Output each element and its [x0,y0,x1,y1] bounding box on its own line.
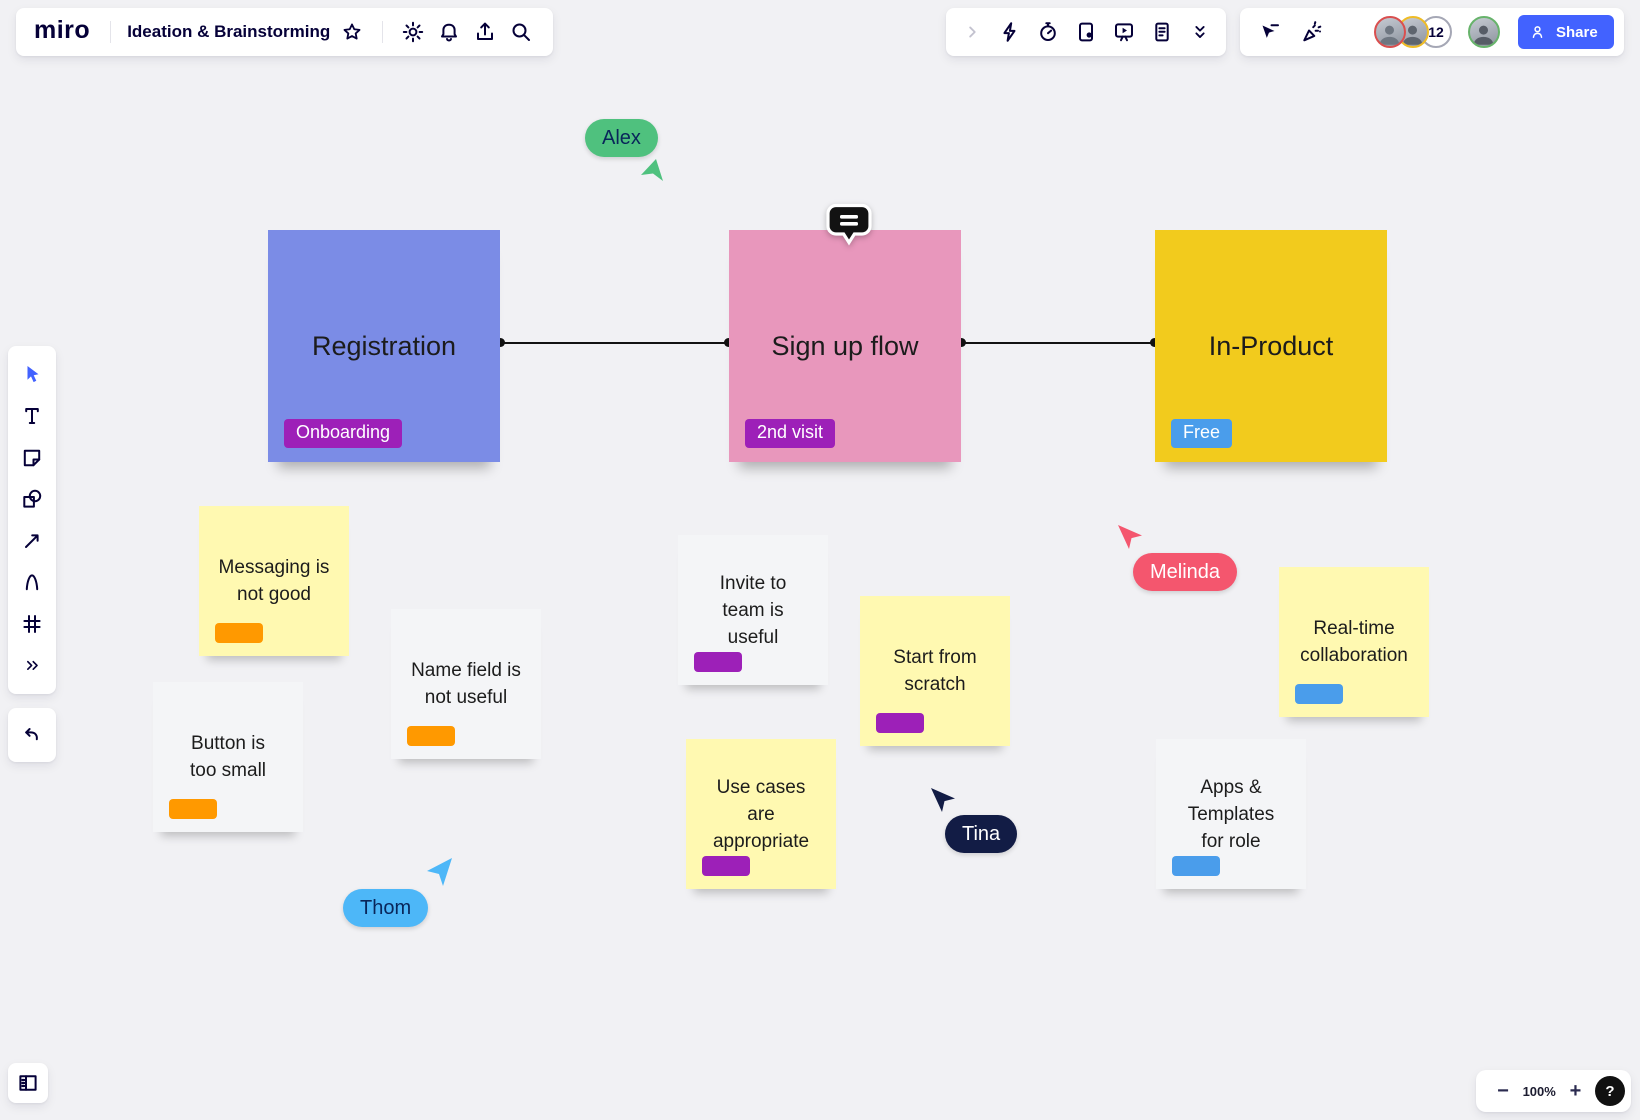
connector-endpoint [1150,338,1159,347]
quick-actions-bolt-icon[interactable] [992,14,1028,50]
note-text: Use cases are appropriate [712,776,810,852]
tag-free[interactable]: Free [1171,419,1233,448]
share-label: Share [1556,23,1598,41]
zoom-level[interactable]: 100% [1522,1083,1556,1099]
note-text: Start from scratch [893,647,977,695]
text-tool[interactable] [12,397,52,435]
avatar-current-user[interactable] [1468,16,1500,48]
note-text: Invite to team is useful [719,572,787,648]
notes-icon[interactable] [1144,14,1180,50]
timer-icon[interactable] [1030,14,1066,50]
board-title[interactable]: Ideation & Brainstorming [127,22,331,41]
cursor-arrow-thom [427,858,452,886]
more-tools[interactable] [12,646,52,684]
connector-endpoint [724,338,733,347]
blue-tag[interactable] [1172,856,1220,876]
sticky-note-in-product[interactable]: In-Product Free [1155,230,1387,462]
cursor-arrow-tina [931,788,955,812]
sticky-note-start-scratch[interactable]: Start from scratch [860,596,1010,746]
connector-endpoint [957,338,966,347]
cursor-arrow-alex [641,159,663,181]
note-text: Button is too small [189,733,267,781]
blue-tag[interactable] [1295,684,1343,704]
frames-panel-icon [19,1075,37,1091]
sticky-note-registration[interactable]: Registration Onboarding [268,230,500,462]
avatar-stack: 12 [1374,16,1452,48]
notifications-bell-icon[interactable] [431,14,467,50]
frame-tool[interactable] [12,605,52,643]
collapse-chevrons-icon[interactable] [1182,14,1218,50]
note-text: Registration [311,330,457,361]
note-text: In-Product [1208,330,1334,361]
note-text: Apps & Templates for role [1187,776,1275,852]
orange-tag[interactable] [169,799,217,819]
share-person-icon [1532,26,1543,38]
miro-logo[interactable]: miro [34,16,91,44]
header-panel: miro Ideation & Brainstorming [16,8,554,56]
purple-tag[interactable] [702,856,750,876]
sticky-note-realtime-collab[interactable]: Real-time collaboration [1279,567,1429,717]
note-text: Sign up flow [771,330,919,361]
undo-icon[interactable] [12,716,52,754]
connector-endpoint [496,338,505,347]
settings-gear-icon[interactable] [395,14,431,50]
connection-arrow-tool[interactable] [12,522,52,560]
purple-tag[interactable] [876,713,924,733]
purple-tag[interactable] [694,652,742,672]
board-tools-panel [946,8,1226,56]
connector-line[interactable] [961,342,1155,344]
expand-chevron-icon[interactable] [954,14,990,50]
orange-tag[interactable] [407,726,455,746]
orange-tag[interactable] [215,623,263,643]
tag-2nd-visit[interactable]: 2nd visit [745,419,836,448]
tag-onboarding[interactable]: Onboarding [284,419,403,448]
cursor-label-alex: Alex [585,119,658,157]
creation-toolbar [8,346,56,694]
comment-bubble-icon[interactable] [823,202,875,257]
cursor-arrow-melinda [1118,525,1142,549]
zoom-in-button[interactable]: + [1562,1080,1588,1103]
cursor-label-tina: Tina [945,815,1018,853]
select-cursor-tool[interactable] [12,356,52,394]
search-icon[interactable] [503,14,539,50]
connector-line[interactable] [500,342,729,344]
celebrate-confetti-icon[interactable] [1294,14,1330,50]
zoom-out-button[interactable]: − [1490,1080,1516,1103]
presentation-icon[interactable] [1106,14,1142,50]
sticky-note-name-field[interactable]: Name field is not useful [391,609,541,759]
collaboration-panel: 12 Share [1240,8,1624,56]
note-text: Name field is not useful [411,660,521,708]
note-text: Real-time collaboration [1300,618,1408,666]
follow-cursor-icon[interactable] [1252,14,1288,50]
share-button[interactable]: Share [1518,15,1614,49]
sticky-note-apps-templates[interactable]: Apps & Templates for role [1156,739,1306,889]
undo-panel [8,708,56,762]
pen-tool[interactable] [12,563,52,601]
sticky-note-invite-team[interactable]: Invite to team is useful [678,535,828,685]
shapes-tool[interactable] [12,480,52,518]
help-button[interactable]: ? [1594,1076,1625,1106]
sticky-note-signup-flow[interactable]: Sign up flow 2nd visit [729,230,961,462]
divider [382,21,384,43]
sticky-note-tool[interactable] [12,439,52,477]
sticky-note-use-cases[interactable]: Use cases are appropriate [686,739,836,889]
zoom-controls: − 100% + ? [1476,1070,1631,1112]
avatar-1[interactable] [1374,16,1406,48]
divider [110,21,112,43]
cards-icon[interactable] [1068,14,1104,50]
sticky-note-button-small[interactable]: Button is too small [153,682,303,832]
cursor-label-melinda: Melinda [1133,553,1238,591]
export-upload-icon[interactable] [467,14,503,50]
cursor-label-thom: Thom [343,889,429,927]
frames-panel-button[interactable] [8,1063,48,1103]
star-icon[interactable] [334,14,370,50]
note-text: Messaging is not good [218,557,330,605]
sticky-note-messaging[interactable]: Messaging is not good [199,506,349,656]
